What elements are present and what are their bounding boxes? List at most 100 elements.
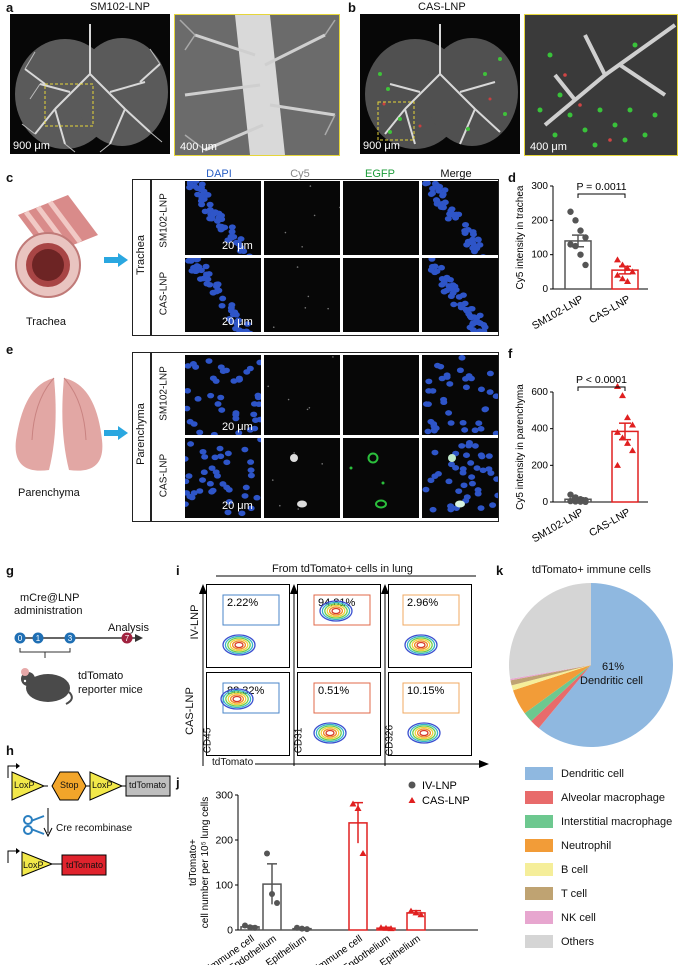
significance-bracket: [577, 386, 626, 391]
x-tick-label: CAS-LNP: [587, 293, 632, 326]
micrograph-merge-1: [422, 355, 498, 435]
data-point: [629, 447, 636, 454]
data-point: [577, 498, 584, 505]
data-point: [242, 922, 248, 929]
y-axis-label-2: cell number per 10⁵ lung cells: [200, 797, 211, 928]
micrograph-merge-2: [422, 258, 498, 332]
trachea-section-label: Trachea: [135, 235, 147, 275]
micrograph-cy5-2: [264, 438, 340, 518]
micrograph-merge-1: [422, 181, 498, 255]
pie-slice-neutrophil: [513, 665, 591, 714]
data-point: [354, 805, 362, 811]
timeline-day-3: 3: [68, 634, 73, 643]
data-point: [304, 926, 310, 933]
flow-axes: [199, 584, 489, 768]
micrograph-dapi-2: [185, 258, 261, 332]
legend-item: NK cell: [525, 909, 596, 925]
row-label-c2: CAS-LNP: [158, 271, 170, 316]
legend-item: Alveolar macrophage: [525, 789, 665, 805]
legend-label: Neutrophil: [561, 839, 612, 852]
y-tick-label: 100: [215, 880, 233, 892]
x-tick-label: CAS-LNP: [587, 506, 632, 539]
data-point: [572, 498, 579, 505]
data-point: [614, 271, 621, 278]
legend-label-iv: IV-LNP: [422, 780, 457, 792]
y-tick-label: 200: [531, 215, 548, 226]
y-tick-label: 600: [531, 387, 548, 398]
data-point: [299, 925, 305, 932]
flow-plot-0-0: 2.22%: [206, 584, 290, 668]
scale-c1: 20 μm: [222, 240, 253, 252]
lung-zoom-sm102-art: [175, 15, 339, 155]
treatment-label: mCre@LNP: [20, 592, 80, 604]
data-point: [619, 261, 626, 268]
p-value: P < 0.0001: [576, 374, 627, 386]
panel-j-label: j: [176, 775, 180, 790]
scale-b-zoom: 400 μm: [530, 141, 567, 153]
lung-zoom-cas: 400 μm: [524, 14, 678, 156]
panel-d-label: d: [508, 170, 516, 185]
legend-label-cas: CAS-LNP: [422, 795, 470, 807]
gate-percent: 0.51%: [318, 685, 349, 697]
data-point: [382, 924, 390, 931]
legend-swatch: [525, 815, 553, 829]
scale-e2: 20 μm: [222, 500, 253, 512]
arrow-right-icon-2: [104, 426, 128, 440]
ch-header-egfp: EGFP: [365, 168, 395, 180]
legend-swatch: [525, 935, 553, 949]
y-axis-label: tdTomato+: [188, 839, 199, 886]
loxp-1: LoxP: [14, 780, 35, 790]
data-point: [417, 911, 425, 918]
flow-plot-1-2: 10.15%: [388, 672, 472, 756]
parenchyma-grid-frame: [150, 352, 499, 522]
scale-a-zoom: 400 μm: [180, 141, 217, 153]
flow-plot-0-1: 94.81%: [297, 584, 381, 668]
gate-percent: 2.96%: [407, 597, 438, 609]
scale-c2: 20 μm: [222, 316, 253, 328]
flow-plot-1-0: 88.32%: [206, 672, 290, 756]
flow-plot-0-2: 2.96%: [388, 584, 472, 668]
y-tick-label: 300: [215, 790, 233, 802]
p-value: P = 0.0011: [576, 181, 626, 193]
micrograph-cy5-1: [264, 181, 340, 255]
data-point: [359, 850, 367, 856]
y-tick-label: 0: [227, 925, 233, 937]
legend-swatch: [525, 863, 553, 877]
micrograph-egfp-2: [343, 438, 419, 518]
micrograph-dapi-1: [185, 181, 261, 255]
panel-a-title: SM102-LNP: [90, 1, 150, 13]
stop-label: Stop: [60, 780, 79, 790]
data-point: [624, 277, 631, 284]
panel-b-title: CAS-LNP: [418, 1, 466, 13]
data-point: [582, 261, 589, 269]
mice-label: tdTomato: [78, 670, 124, 682]
panel-e-label: e: [6, 342, 14, 357]
ch-header-dapi: DAPI: [206, 168, 232, 180]
legend-swatch: [525, 791, 553, 805]
panel-a-label: a: [6, 0, 14, 15]
legend-swatch: [525, 839, 553, 853]
legend-item: Neutrophil: [525, 837, 611, 853]
data-point: [377, 924, 385, 931]
loxp-2: LoxP: [92, 780, 113, 790]
panel-i-label: i: [176, 563, 180, 578]
pie-slice-b-cell: [511, 665, 591, 691]
data-point: [274, 900, 280, 906]
data-point: [264, 850, 270, 857]
arrow-right-icon: [104, 253, 128, 267]
row-label-e1: SM102-LNP: [158, 366, 170, 421]
micrograph-cy5-1: [264, 355, 340, 435]
ch-header-cy5: Cy5: [290, 168, 310, 180]
data-point: [567, 208, 574, 215]
legend-label: NK cell: [561, 911, 596, 924]
data-point: [247, 924, 253, 931]
flow-xlabel: tdTomato: [212, 757, 254, 768]
y-axis-label: Cy5 intensity in trachea: [515, 185, 526, 289]
analysis-label: Analysis: [108, 622, 149, 634]
legend-label: Dendritic cell: [561, 767, 624, 780]
y-axis-label: Cy5 intensity in parenchyma: [515, 384, 526, 510]
micrograph-merge-2: [422, 438, 498, 518]
legend-item: T cell: [525, 885, 587, 901]
pie-slice-others: [509, 583, 591, 679]
